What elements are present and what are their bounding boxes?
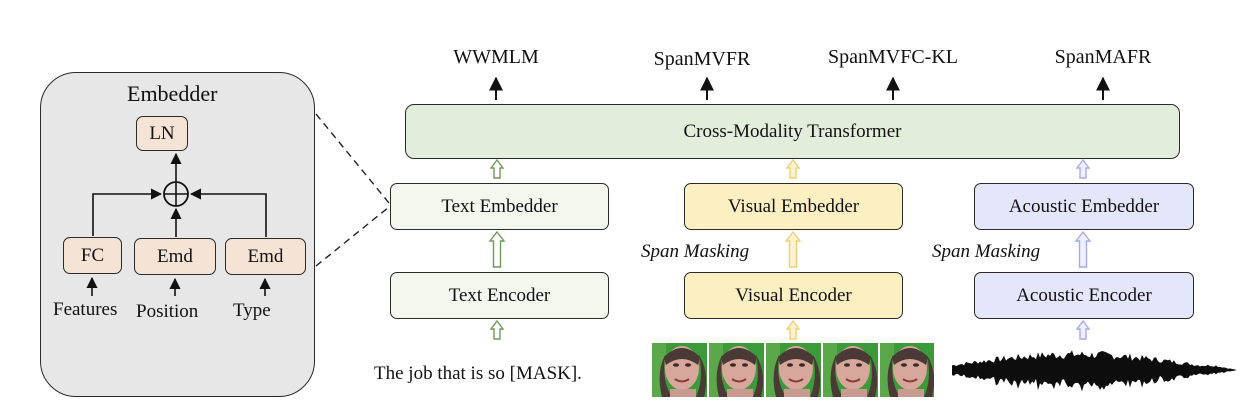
emd-type-box: Emd: [225, 238, 306, 275]
position-label: Position: [136, 301, 199, 322]
acoustic-hollow-arrows: [1074, 158, 1092, 340]
output-span-mvfc-kl: SpanMVFC-KL: [827, 46, 959, 68]
emd-position-box: Emd: [134, 238, 216, 275]
cross-modality-transformer: Cross-Modality Transformer: [405, 104, 1180, 159]
zoom-dashed-lines: [315, 113, 390, 267]
output-arrows: [489, 76, 1110, 100]
audio-waveform: [952, 346, 1237, 394]
visual-embedder-box: Visual Embedder: [684, 183, 903, 230]
waveform-shape: [952, 350, 1236, 392]
embedder-wiring: [86, 152, 271, 296]
text-input-sentence: The job that is so [MASK].: [374, 363, 582, 384]
fc-box: FC: [63, 237, 122, 274]
text-hollow-arrows: [488, 158, 506, 340]
waveform-image: [952, 350, 1236, 392]
visual-hollow-arrows: [784, 158, 802, 340]
acoustic-encoder-box: Acoustic Encoder: [974, 272, 1194, 319]
embedder-panel-title: Embedder: [127, 81, 218, 106]
acoustic-embedder-box: Acoustic Embedder: [974, 183, 1194, 230]
visual-encoder-box: Visual Encoder: [684, 272, 903, 319]
output-wwmlm: WWMLM: [453, 46, 539, 68]
features-label: Features: [53, 299, 118, 320]
output-span-mvfr: SpanMVFR: [653, 48, 751, 70]
acoustic-span-masking-label: Span Masking: [932, 241, 1041, 262]
visual-span-masking-label: Span Masking: [641, 241, 750, 262]
ln-box: LN: [136, 116, 188, 151]
output-span-mafr: SpanMAFR: [1054, 46, 1152, 68]
type-label: Type: [233, 300, 271, 321]
text-embedder-box: Text Embedder: [390, 183, 609, 230]
text-encoder-box: Text Encoder: [390, 272, 609, 319]
